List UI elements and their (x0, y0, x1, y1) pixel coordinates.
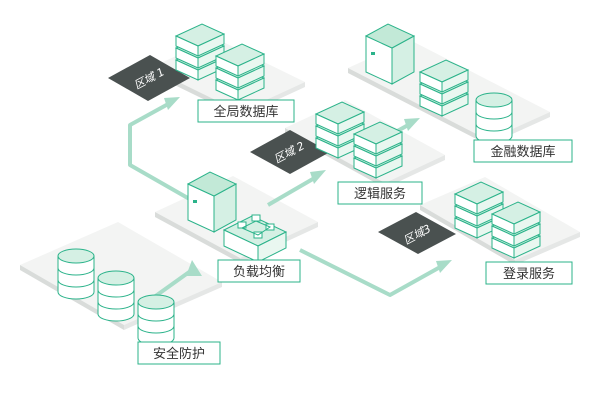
database-icon (137, 294, 175, 346)
server-stack-icon (215, 43, 265, 101)
svg-text:全局数据库: 全局数据库 (213, 104, 278, 120)
label-logic-service: 逻辑服务 (337, 181, 423, 205)
label-load-balance: 负载均衡 (217, 259, 301, 283)
server-stack-icon (353, 121, 403, 179)
tower-server-icon (365, 23, 415, 85)
database-icon (97, 270, 135, 322)
arrow-lb-to-region1 (128, 101, 201, 207)
region-tag-3: 区域3 (378, 212, 456, 254)
arrowhead-region3 (436, 260, 452, 273)
arrowhead-region2 (310, 170, 326, 184)
arrow-lb-to-region2 (266, 174, 320, 207)
database-icon (57, 248, 95, 300)
region-tag-1: 区域 1 (108, 55, 190, 101)
arrowhead-region1 (164, 97, 180, 110)
label-global-db: 全局数据库 (197, 99, 295, 123)
server-stack-icon (419, 59, 469, 117)
arrow-heads (164, 97, 452, 276)
svg-text:逻辑服务: 逻辑服务 (354, 186, 406, 202)
load-balancer-icon (222, 214, 288, 263)
svg-text:登录服务: 登录服务 (503, 266, 555, 282)
svg-text:金融数据库: 金融数据库 (490, 144, 555, 160)
svg-text:负载均衡: 负载均衡 (233, 265, 285, 280)
label-security: 安全防护 (137, 341, 221, 365)
database-icon (475, 92, 513, 144)
label-login-service: 登录服务 (485, 261, 573, 285)
arrowhead-security (186, 260, 202, 276)
arrow-lb-to-region3 (299, 248, 443, 297)
region-tag-2: 区域 2 (250, 130, 330, 174)
label-finance-db: 金融数据库 (473, 139, 573, 163)
server-stack-icon (491, 201, 541, 259)
arrowhead-finance (404, 118, 420, 131)
tower-server-icon (187, 171, 237, 233)
svg-text:安全防护: 安全防护 (153, 346, 205, 362)
